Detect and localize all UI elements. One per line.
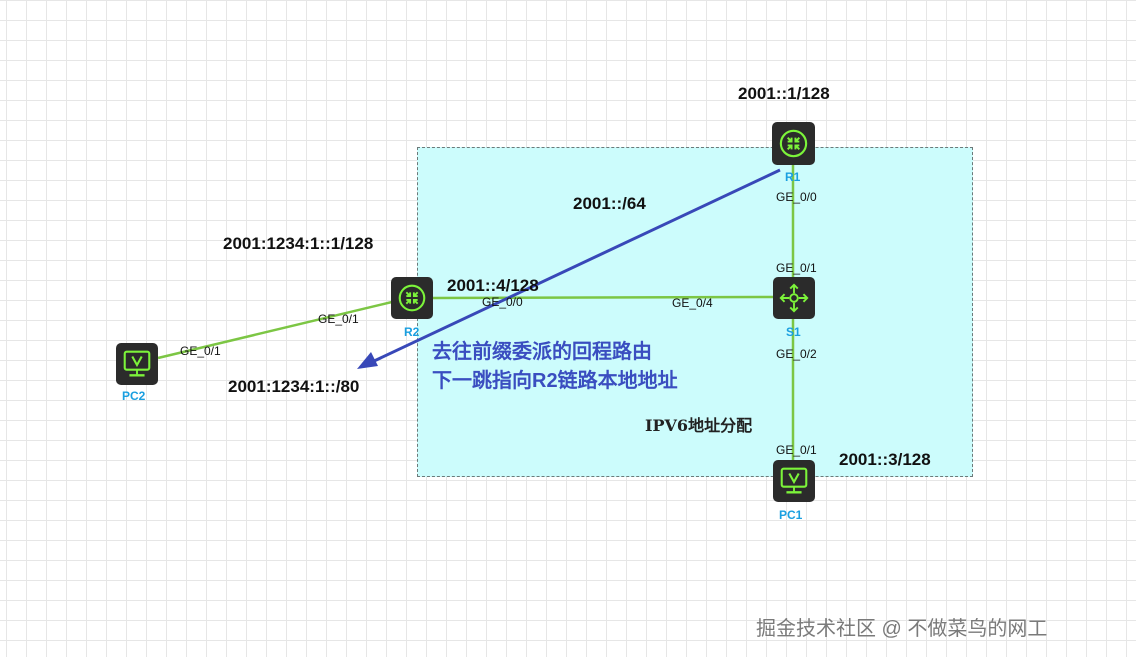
address-delegated-prefix: 2001:1234:1::/80 xyxy=(228,377,360,396)
return-route-note: 去往前缀委派的回程路由 下一跳指向R2链路本地地址 xyxy=(432,338,678,396)
pc-pc1[interactable] xyxy=(773,460,815,502)
address-r2-loopback: 2001:1234:1::1/128 xyxy=(223,234,374,253)
ipv6-zone xyxy=(417,147,973,477)
note-line-1: 去往前缀委派的回程路由 xyxy=(432,341,652,363)
address-pc1: 2001::3/128 xyxy=(839,450,931,469)
link-r2-s1 xyxy=(431,295,774,300)
switch-icon xyxy=(779,283,809,313)
zone-label: IPV6地址分配 xyxy=(645,416,753,435)
device-name-r1: R1 xyxy=(785,170,801,184)
link-pc2-r2 xyxy=(157,300,393,360)
port-label-r2-ge01: GE_0/1 xyxy=(318,312,359,326)
address-s1: 2001::4/128 xyxy=(447,276,539,295)
watermark: 掘金技术社区 @ 不做菜鸟的网工 xyxy=(756,618,1048,640)
port-label-pc2-ge01: GE_0/1 xyxy=(180,344,221,358)
return-route-arrow xyxy=(371,168,781,364)
router-icon xyxy=(398,284,426,312)
port-label-s1-ge01: GE_0/1 xyxy=(776,261,817,275)
device-name-pc2: PC2 xyxy=(122,389,146,403)
router-r1[interactable] xyxy=(772,122,815,165)
port-label-s1-ge02: GE_0/2 xyxy=(776,347,817,361)
note-line-2: 下一跳指向R2链路本地地址 xyxy=(432,370,678,392)
device-name-r2: R2 xyxy=(404,325,420,339)
arrow-head xyxy=(357,352,378,369)
router-r2[interactable] xyxy=(391,277,433,319)
pc-pc2[interactable] xyxy=(116,343,158,385)
pc-icon xyxy=(780,467,808,494)
router-icon xyxy=(779,129,808,158)
device-name-s1: S1 xyxy=(786,325,801,339)
pc-icon xyxy=(123,350,151,377)
port-label-pc1-ge01: GE_0/1 xyxy=(776,443,817,457)
port-label-r2-ge00: GE_0/0 xyxy=(482,295,523,309)
address-link-prefix: 2001::/64 xyxy=(573,194,646,213)
address-r1: 2001::1/128 xyxy=(738,84,830,103)
port-label-s1-ge04: GE_0/4 xyxy=(672,296,713,310)
switch-s1[interactable] xyxy=(773,277,815,319)
port-label-r1-ge00: GE_0/0 xyxy=(776,190,817,204)
device-name-pc1: PC1 xyxy=(779,508,803,522)
